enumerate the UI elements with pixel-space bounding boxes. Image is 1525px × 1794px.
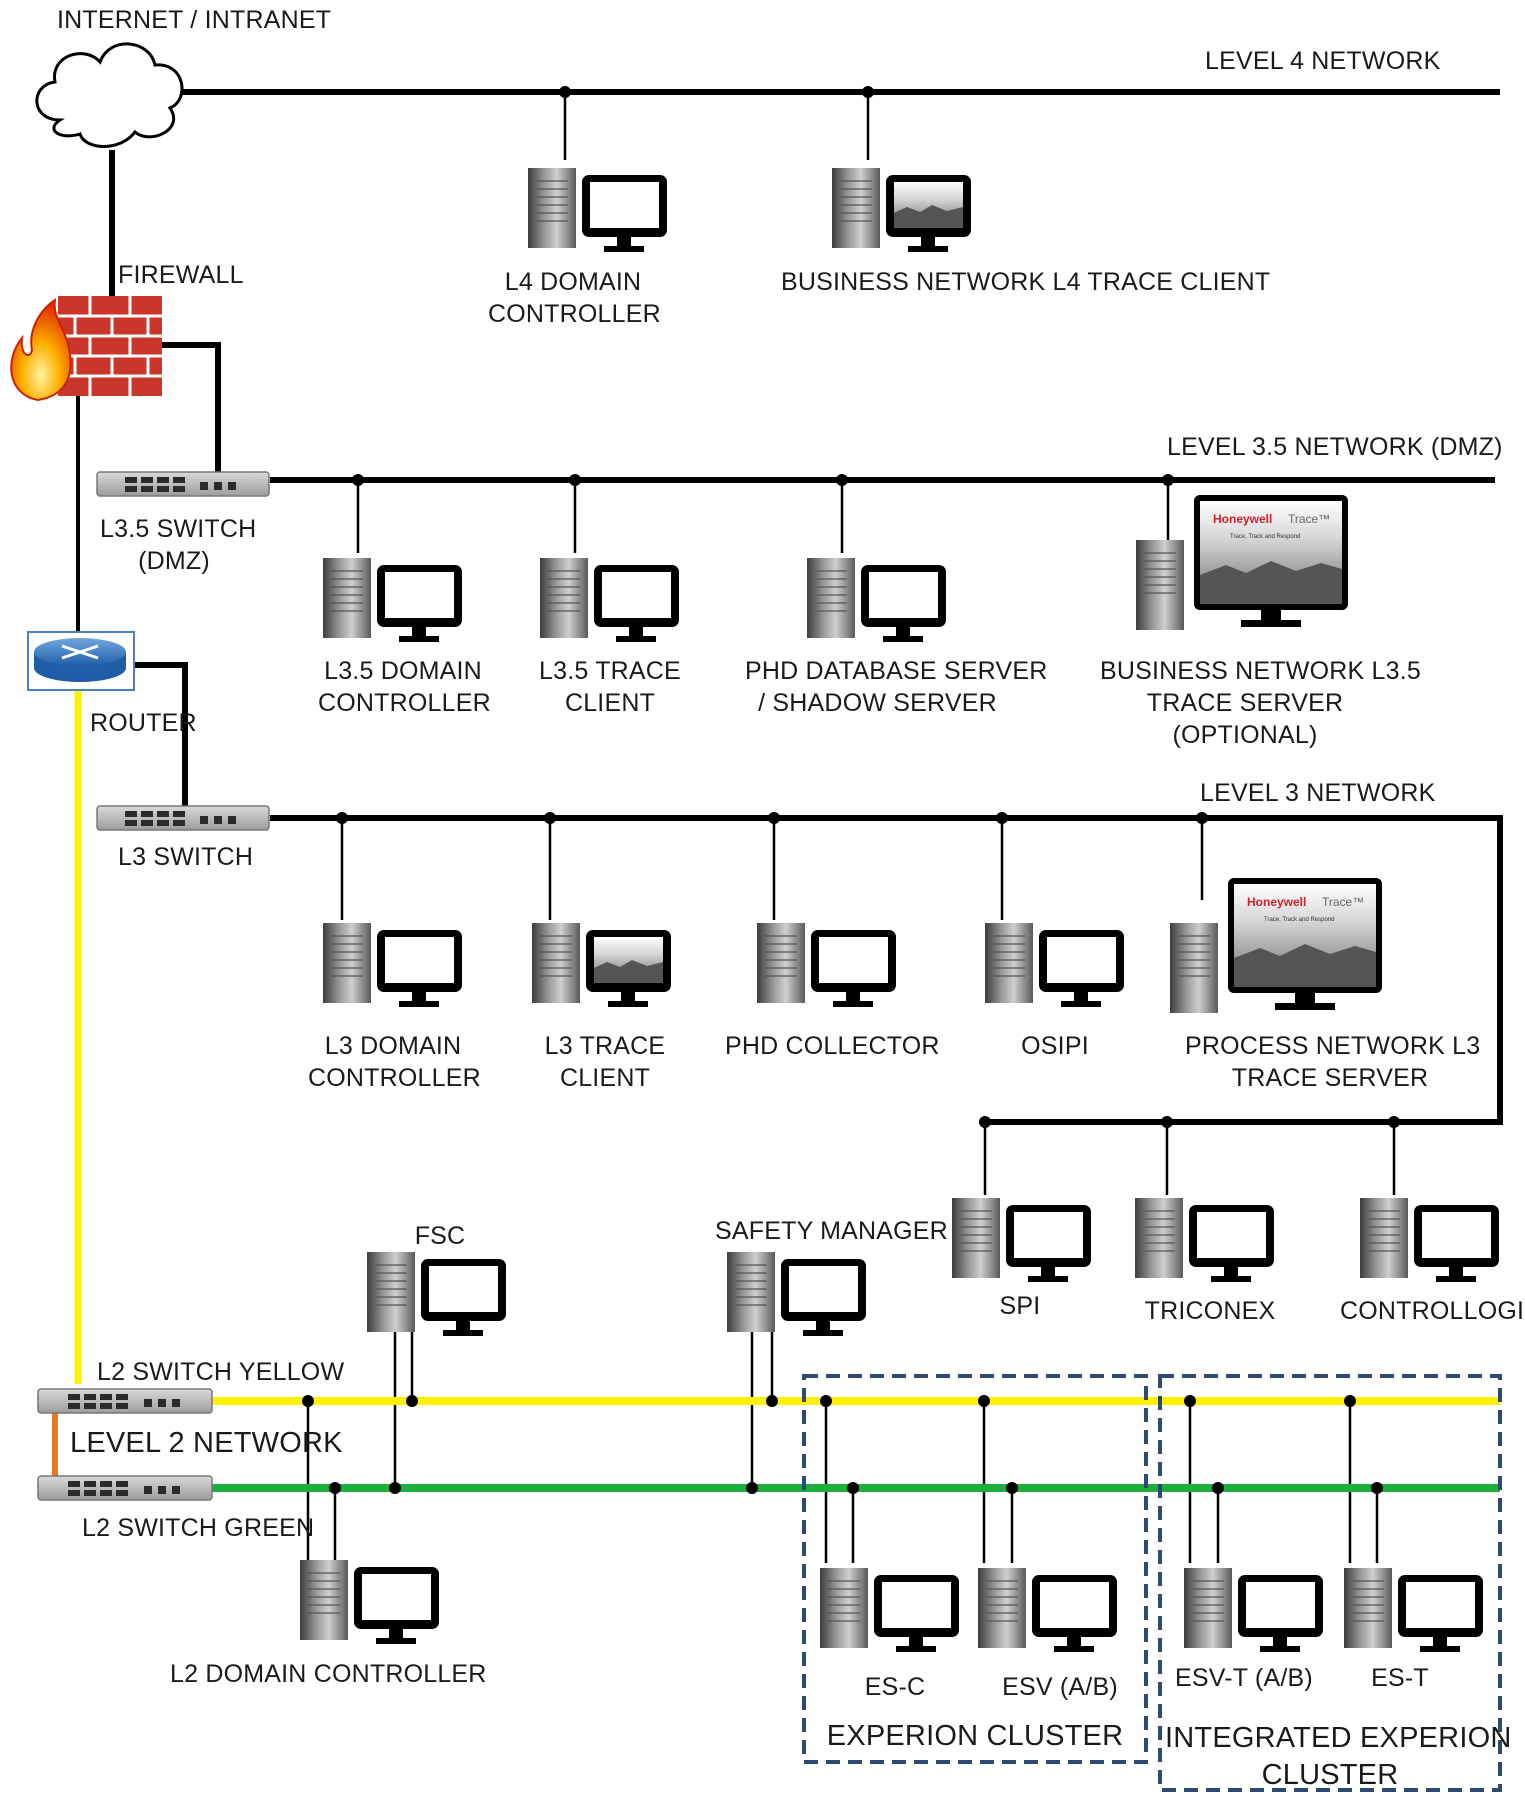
l3-switch-icon	[96, 805, 270, 831]
l2-switch-green-label: L2 SWITCH GREEN	[82, 1514, 315, 1542]
l3-switch-label: L3 SWITCH	[118, 843, 254, 871]
internet-label: INTERNET / INTRANET	[57, 6, 332, 34]
level4-network-label: LEVEL 4 NETWORK	[1205, 47, 1441, 75]
experion-cluster-label: EXPERION CLUSTER	[826, 1720, 1124, 1752]
phd-collector-label: PHD COLLECTOR	[725, 1032, 940, 1060]
workstation-es-t	[1343, 1567, 1484, 1653]
level35-network-label: LEVEL 3.5 NETWORK (DMZ)	[1167, 433, 1503, 461]
router-label: ROUTER	[90, 709, 197, 737]
experion-cluster-box	[802, 1374, 1148, 1764]
cloud-icon	[35, 42, 184, 148]
l2-switch-green-icon	[37, 1475, 213, 1501]
workstation-l4-domain-controller	[527, 167, 668, 253]
workstation-fsc	[366, 1251, 507, 1337]
workstation-controllogix	[1359, 1197, 1500, 1283]
drops	[306, 92, 1396, 1563]
trace-server-l3	[1170, 878, 1382, 1013]
workstation-l3-trace-client	[531, 922, 672, 1008]
workstation-phd-database-server	[806, 557, 947, 643]
level2-network-label: LEVEL 2 NETWORK	[70, 1427, 343, 1459]
workstation-triconex	[1134, 1197, 1275, 1283]
l2-switch-yellow-icon	[37, 1388, 213, 1414]
fsc-label: FSC	[414, 1222, 466, 1250]
level3-network-label: LEVEL 3 NETWORK	[1200, 779, 1436, 807]
l2-switch-yellow-label: L2 SWITCH YELLOW	[97, 1358, 345, 1386]
controllogix-label: CONTROLLOGIX®	[1340, 1297, 1525, 1325]
triconex-label: TRICONEX	[1144, 1297, 1276, 1325]
firewall-label: FIREWALL	[118, 261, 244, 289]
workstation-spi	[951, 1197, 1092, 1283]
router-icon	[27, 631, 135, 691]
esv-t-ab-label: ESV-T (A/B)	[1175, 1664, 1313, 1692]
safety-manager-label: SAFETY MANAGER	[715, 1217, 948, 1245]
trace-product-text-l3: Trace™	[1322, 895, 1364, 909]
l4-trace-client-label: BUSINESS NETWORK L4 TRACE CLIENT	[781, 268, 1271, 296]
trace-tagline-text-l3: Trace, Track and Respond	[1264, 917, 1334, 923]
osipi-label: OSIPI	[1021, 1032, 1089, 1060]
phd-database-server-label: PHD DATABASE SERVER/ SHADOW SERVER	[745, 657, 1048, 717]
trace-brand-text-l35: Honeywell	[1213, 512, 1272, 526]
router-to-l3-switch-link	[130, 662, 188, 818]
l2-domain-controller-label: L2 DOMAIN CONTROLLER	[170, 1660, 487, 1688]
es-t-label: ES-T	[1371, 1664, 1429, 1692]
workstation-esv-t-ab	[1183, 1567, 1324, 1653]
trace-tagline-text-l35: Trace, Track and Respond	[1230, 534, 1300, 540]
spi-label: SPI	[999, 1292, 1041, 1320]
workstation-phd-collector	[756, 922, 897, 1008]
connections	[76, 89, 1503, 1125]
workstation-l35-domain-controller	[322, 557, 463, 643]
esv-ab-label: ESV (A/B)	[1002, 1673, 1118, 1701]
es-c-label: ES-C	[864, 1673, 926, 1701]
workstation-l4-trace-client	[831, 167, 972, 253]
workstation-osipi	[984, 922, 1125, 1008]
trace-product-text-l35: Trace™	[1288, 512, 1330, 526]
l35-switch-icon	[96, 471, 270, 497]
junctions	[302, 86, 1400, 1494]
workstation-esv-ab	[977, 1567, 1118, 1653]
firewall-icon	[10, 296, 162, 402]
integrated-experion-cluster-box	[1158, 1374, 1502, 1792]
workstation-safety-manager	[726, 1251, 867, 1337]
workstation-l3-domain-controller	[322, 922, 463, 1008]
trace-server-l35	[1136, 495, 1348, 630]
workstation-l35-trace-client	[539, 557, 680, 643]
workstation-l2-domain-controller	[299, 1559, 440, 1645]
trace-brand-text-l3: Honeywell	[1247, 895, 1306, 909]
level3-bus	[270, 815, 1503, 1125]
firewall-to-l35-switch-link	[160, 342, 221, 480]
workstation-es-c	[819, 1567, 960, 1653]
l35-switch-label: L3.5 SWITCH(DMZ)	[100, 515, 257, 575]
